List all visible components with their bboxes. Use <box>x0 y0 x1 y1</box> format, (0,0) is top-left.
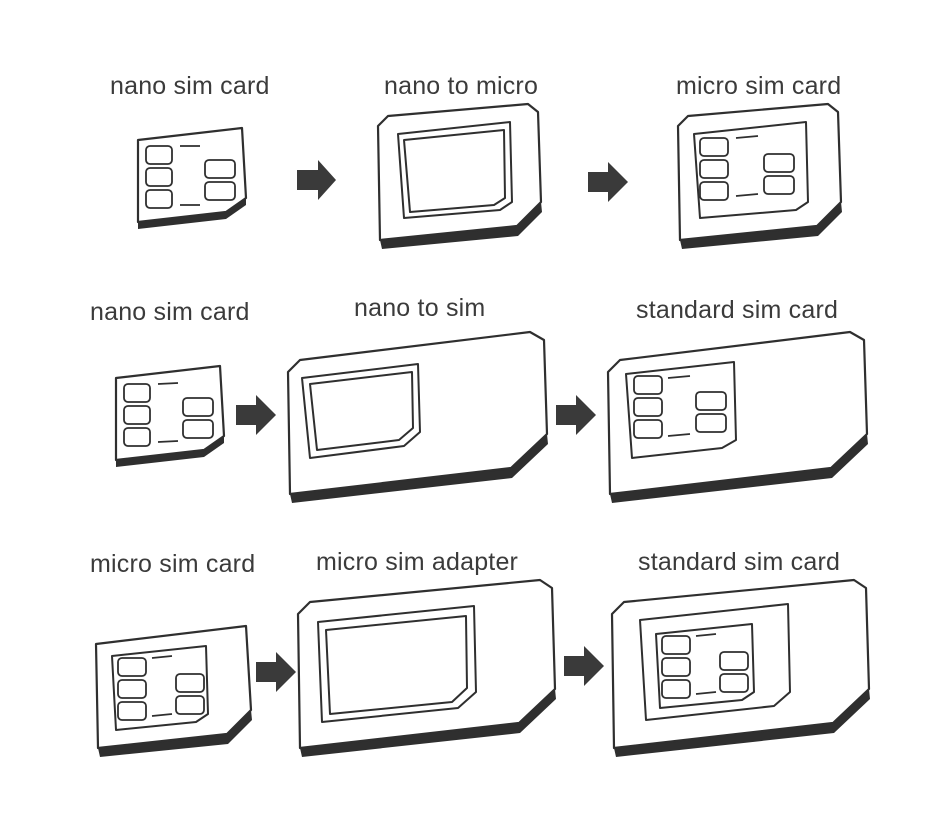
right-arrow-icon <box>297 160 336 200</box>
row-2-standard-sim-card <box>606 330 869 503</box>
row-2-source-label: nano sim card <box>90 298 250 326</box>
row-3-source-label: micro sim card <box>90 550 255 578</box>
sim-chip-icon <box>117 655 205 721</box>
row-2-nano-to-sim-adapter <box>286 330 549 503</box>
row-1-nano-to-micro-adapter <box>376 102 543 249</box>
row-3-adapter-label: micro sim adapter <box>316 548 518 576</box>
row-1: nano sim card nano to micro micro sim ca… <box>110 72 843 249</box>
right-arrow-icon <box>564 646 604 686</box>
sim-chip-icon <box>699 135 795 201</box>
row-1-nano-sim-card <box>136 126 248 229</box>
row-3: micro sim card micro sim adapter standar… <box>90 548 871 757</box>
right-arrow-icon <box>588 162 628 202</box>
right-arrow-icon <box>556 395 596 435</box>
sim-chip-icon <box>123 382 214 447</box>
row-1-result-label: micro sim card <box>676 72 841 100</box>
sim-chip-icon <box>661 633 749 699</box>
row-1-adapter-label: nano to micro <box>384 72 538 100</box>
sim-chip-icon <box>633 375 727 439</box>
row-3-result-label: standard sim card <box>638 548 840 576</box>
row-3-micro-sim-card <box>94 624 253 757</box>
row-3-standard-sim-card <box>610 578 871 757</box>
right-arrow-icon <box>236 395 276 435</box>
row-1-micro-sim-card <box>676 102 843 249</box>
right-arrow-icon <box>256 652 296 692</box>
sim-chip-icon <box>145 145 236 209</box>
row-2-nano-sim-card <box>114 364 226 467</box>
row-2-result-label: standard sim card <box>636 296 838 324</box>
row-3-micro-sim-adapter <box>296 578 557 757</box>
row-2: nano sim card nano to sim standard sim c… <box>90 294 869 503</box>
row-1-source-label: nano sim card <box>110 72 270 100</box>
row-2-adapter-label: nano to sim <box>354 294 485 322</box>
